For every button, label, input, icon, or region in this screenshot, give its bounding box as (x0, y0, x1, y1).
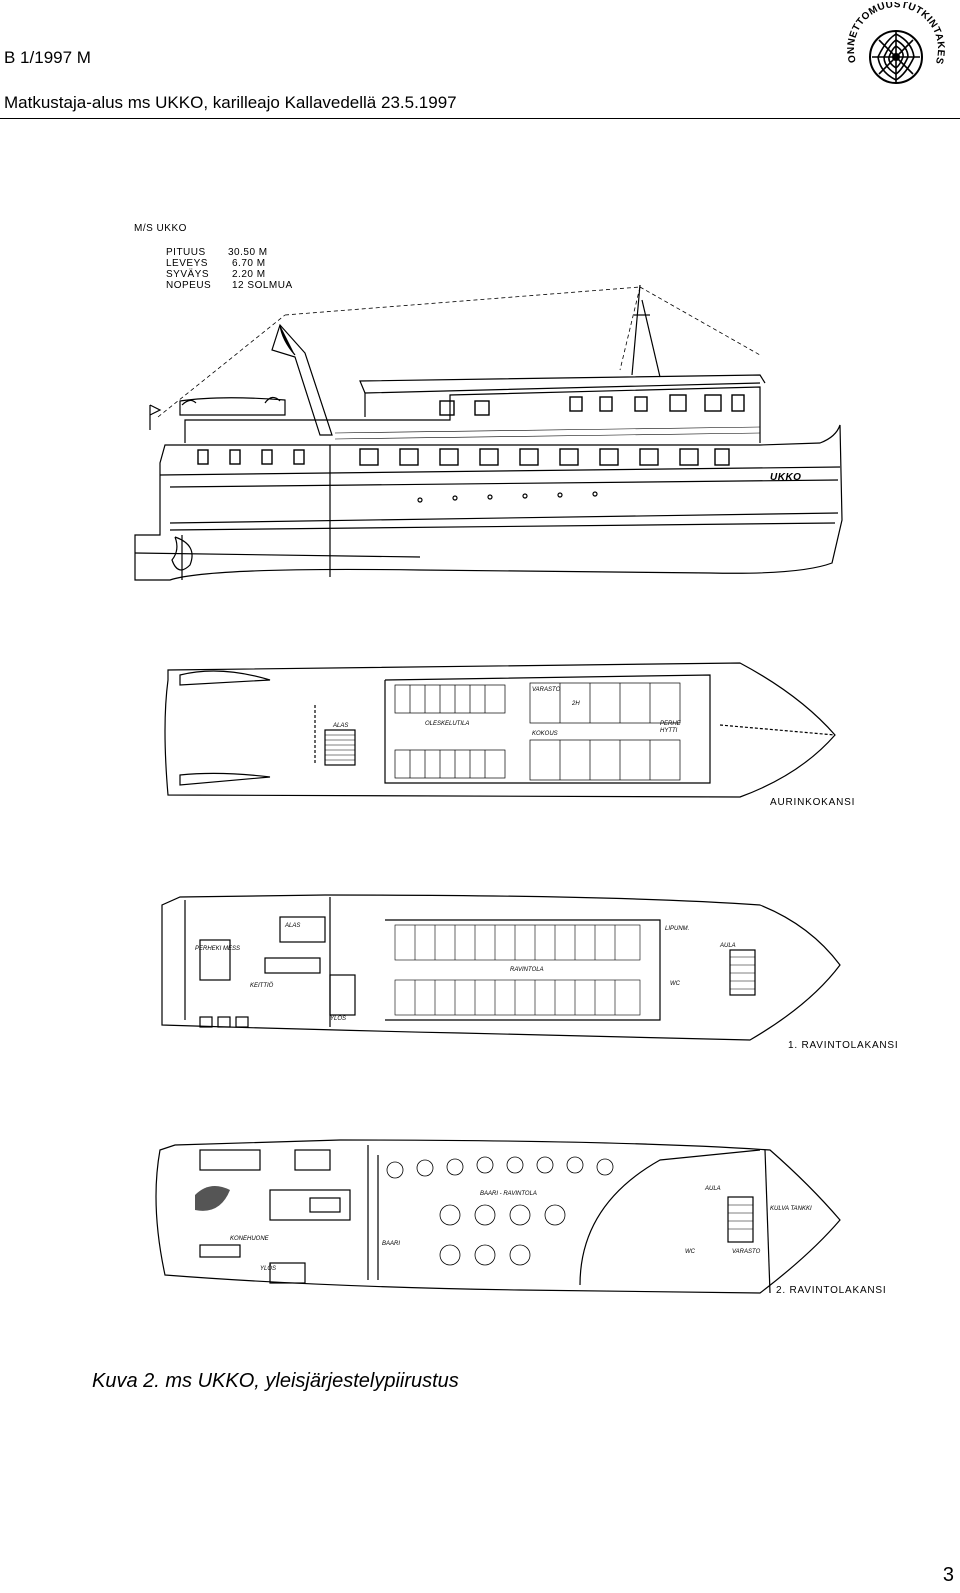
room-label: WC (685, 1249, 696, 1255)
room-label: YLÖS (260, 1265, 276, 1272)
room-label: KULVA TANKKI (770, 1206, 812, 1212)
room-label: 2H (571, 701, 580, 707)
room-label: KOKOUS (532, 731, 558, 737)
side-elevation (134, 284, 843, 581)
room-label: LIPUNM. (665, 926, 689, 932)
room-label: KONEHUONE (230, 1236, 270, 1242)
header-rule (0, 118, 960, 119)
sun-deck-plan (164, 662, 836, 798)
room-label: BAARI - RAVINTOLA (480, 1191, 537, 1197)
accident-investigation-board-logo: ONNETTOMUUSTUTKINTAKESKUS (842, 2, 946, 84)
spec-label-width: LEVEYS (166, 258, 208, 269)
room-label: OLESKELUTILA (425, 721, 469, 727)
page-header: B 1/1997 M Matkustaja-alus ms UKKO, kari… (0, 0, 960, 120)
room-label: AULA (704, 1186, 721, 1192)
room-label: AULA (719, 943, 736, 949)
room-label: WC (670, 981, 681, 987)
spec-value-draught: 2.20 M (232, 269, 266, 280)
spec-value-width: 6.70 M (232, 258, 266, 269)
figure-caption: Kuva 2. ms UKKO, yleisjärjestelypiirustu… (92, 1370, 459, 1392)
general-arrangement-drawing: M/S UKKO PITUUS 30.50 M LEVEYS 6.70 M SY… (134, 223, 899, 1296)
room-label: RAVINTOLA (510, 967, 544, 973)
room-label: BAARI (382, 1241, 400, 1247)
spec-value-speed: 12 SOLMUA (232, 280, 293, 291)
document-title: Matkustaja-alus ms UKKO, karilleajo Kall… (4, 93, 457, 112)
room-label: VARASTO (532, 687, 561, 693)
room-label: KEITTIÖ (250, 982, 274, 989)
room-label: HYTTI (660, 728, 678, 734)
room-label: PERHE (660, 721, 682, 727)
room-label: VARASTO (732, 1249, 761, 1255)
room-label: ALAS (284, 923, 300, 929)
deck-label-sun-deck: AURINKOKANSI (770, 797, 855, 808)
spec-label-draught: SYVÄYS (166, 268, 209, 280)
restaurant-deck-2-plan (155, 1139, 841, 1294)
spec-value-length: 30.50 M (228, 247, 268, 258)
deck-label-restaurant-2: 2. RAVINTOLAKANSI (776, 1285, 887, 1296)
spec-label-length: PITUUS (166, 247, 206, 258)
deck-label-restaurant-1: 1. RAVINTOLAKANSI (788, 1040, 899, 1051)
ship-name-label: M/S UKKO (134, 223, 187, 234)
room-label: PERHEKI MESS (195, 946, 240, 952)
spec-label-speed: NOPEUS (166, 280, 211, 291)
hull-name-label: UKKO (770, 472, 801, 483)
restaurant-deck-1-plan (161, 894, 841, 1041)
room-label: ALAS (332, 723, 348, 729)
room-label: YLÖS (330, 1015, 346, 1022)
page-number: 3 (942, 1564, 954, 1586)
document-code: B 1/1997 M (4, 48, 91, 67)
